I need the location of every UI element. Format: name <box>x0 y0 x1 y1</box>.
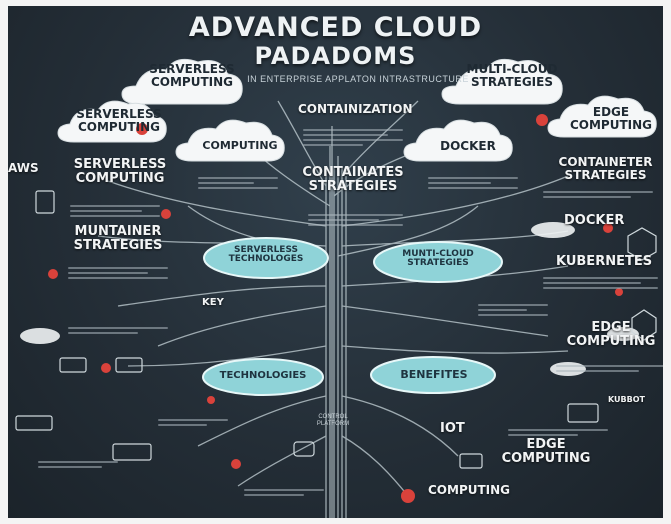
infographic-canvas: ADVANCED CLOUD PADADOMS IN ENTERPRISE AP… <box>8 6 663 518</box>
caption-lines <box>68 264 168 282</box>
cloud-right-2-label: EDGE COMPUTING <box>569 105 653 132</box>
caption-lines <box>543 274 658 292</box>
serverless-left-label: SERVERLESS COMPUTING <box>73 157 167 186</box>
caption-lines <box>478 301 548 319</box>
caption-lines <box>556 362 663 375</box>
docker-right-label: DOCKER <box>564 213 625 228</box>
node-multicloud-label: MUNTI-CLOUD STRATEGIES <box>402 249 474 269</box>
containates-label: CONTAINATES STRATEGIES <box>302 165 404 194</box>
node-technologies <box>202 358 324 396</box>
title-line-1: ADVANCED CLOUD <box>188 12 483 43</box>
muntainer-label: MUNTAINER STRATEGIES <box>73 224 163 253</box>
edge-right-label: EDGE COMPUTING <box>566 320 656 349</box>
caption-lines <box>308 211 403 229</box>
caption-lines <box>198 174 278 192</box>
iot-label: IOT <box>440 421 465 436</box>
trunk-label: CONTROL PLATFORM <box>316 414 350 427</box>
node-multicloud <box>373 241 503 283</box>
aws-label: AWS <box>8 161 39 175</box>
edge-bottom-label: EDGE COMPUTING <box>501 437 591 466</box>
node-serverless-label: SERVERLESS TECHNOLOGES <box>228 245 304 265</box>
node-benefits <box>370 356 496 394</box>
node-serverless <box>203 237 329 279</box>
containeter-label: CONTAINETER STRATEGIES <box>558 155 653 182</box>
kubernetes-label: KUBERNETES <box>556 254 653 269</box>
caption-lines <box>68 324 168 337</box>
cloud-top-right-label: MULTI-CLOUD STRATEGIES <box>466 62 558 89</box>
caption-lines <box>158 416 228 429</box>
cloud-center-right-label: DOCKER <box>440 139 496 153</box>
title-line-2: PADADOMS <box>254 42 417 70</box>
cloud-top-left-label: SERVERLESS COMPUTING <box>149 62 235 89</box>
containerization-label: CONTAINIZATION <box>298 102 413 116</box>
caption-lines <box>303 126 403 149</box>
caption-lines <box>70 202 160 220</box>
node-technologies-label: TECHNOLOGIES <box>219 370 307 381</box>
caption-lines <box>428 174 518 192</box>
subtitle: IN ENTERPRISE APPLATON INTRASTRUCTURE <box>247 74 469 84</box>
caption-lines <box>244 486 324 499</box>
caption-lines <box>543 188 653 201</box>
computing-bottom-label: COMPUTING <box>428 483 511 497</box>
cloud-center-left-label: COMPUTING <box>202 139 278 152</box>
key-label: KEY <box>202 297 224 308</box>
cloud-left-2-label: SERVERLESS COMPUTING <box>76 107 162 134</box>
tree-connections <box>15 58 657 518</box>
kubbot-label: KUBBOT <box>608 395 646 404</box>
caption-lines <box>508 426 608 439</box>
node-benefits-label: BENEFITES <box>400 368 468 381</box>
caption-lines <box>38 458 118 471</box>
